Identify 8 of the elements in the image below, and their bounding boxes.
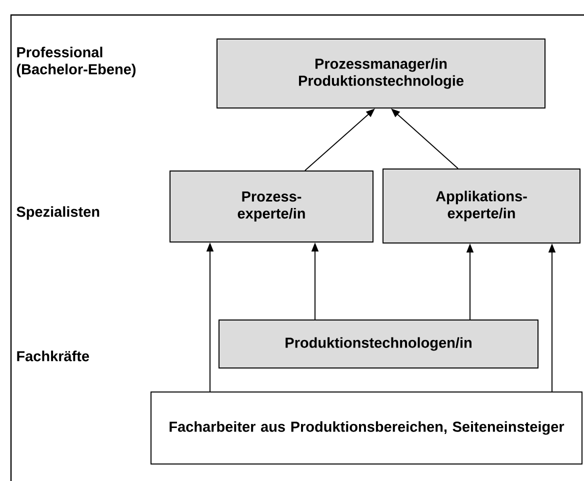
level-label: Fachkräfte bbox=[17, 350, 90, 362]
role-box: Facharbeiter aus Produktionsbereichen, Seiteneinsteiger bbox=[150, 392, 582, 464]
level-label: Professional (Bachelor-Ebene) bbox=[16, 46, 136, 78]
role-box: Produktionstechnologen/in bbox=[218, 320, 538, 368]
role-box: Prozessmanager/in Produktionstechnologie bbox=[216, 38, 546, 108]
level-label: Spezialisten bbox=[16, 206, 100, 220]
role-box: Applikations- experte/in bbox=[382, 168, 580, 244]
role-box: Prozess- experte/in bbox=[170, 170, 374, 242]
